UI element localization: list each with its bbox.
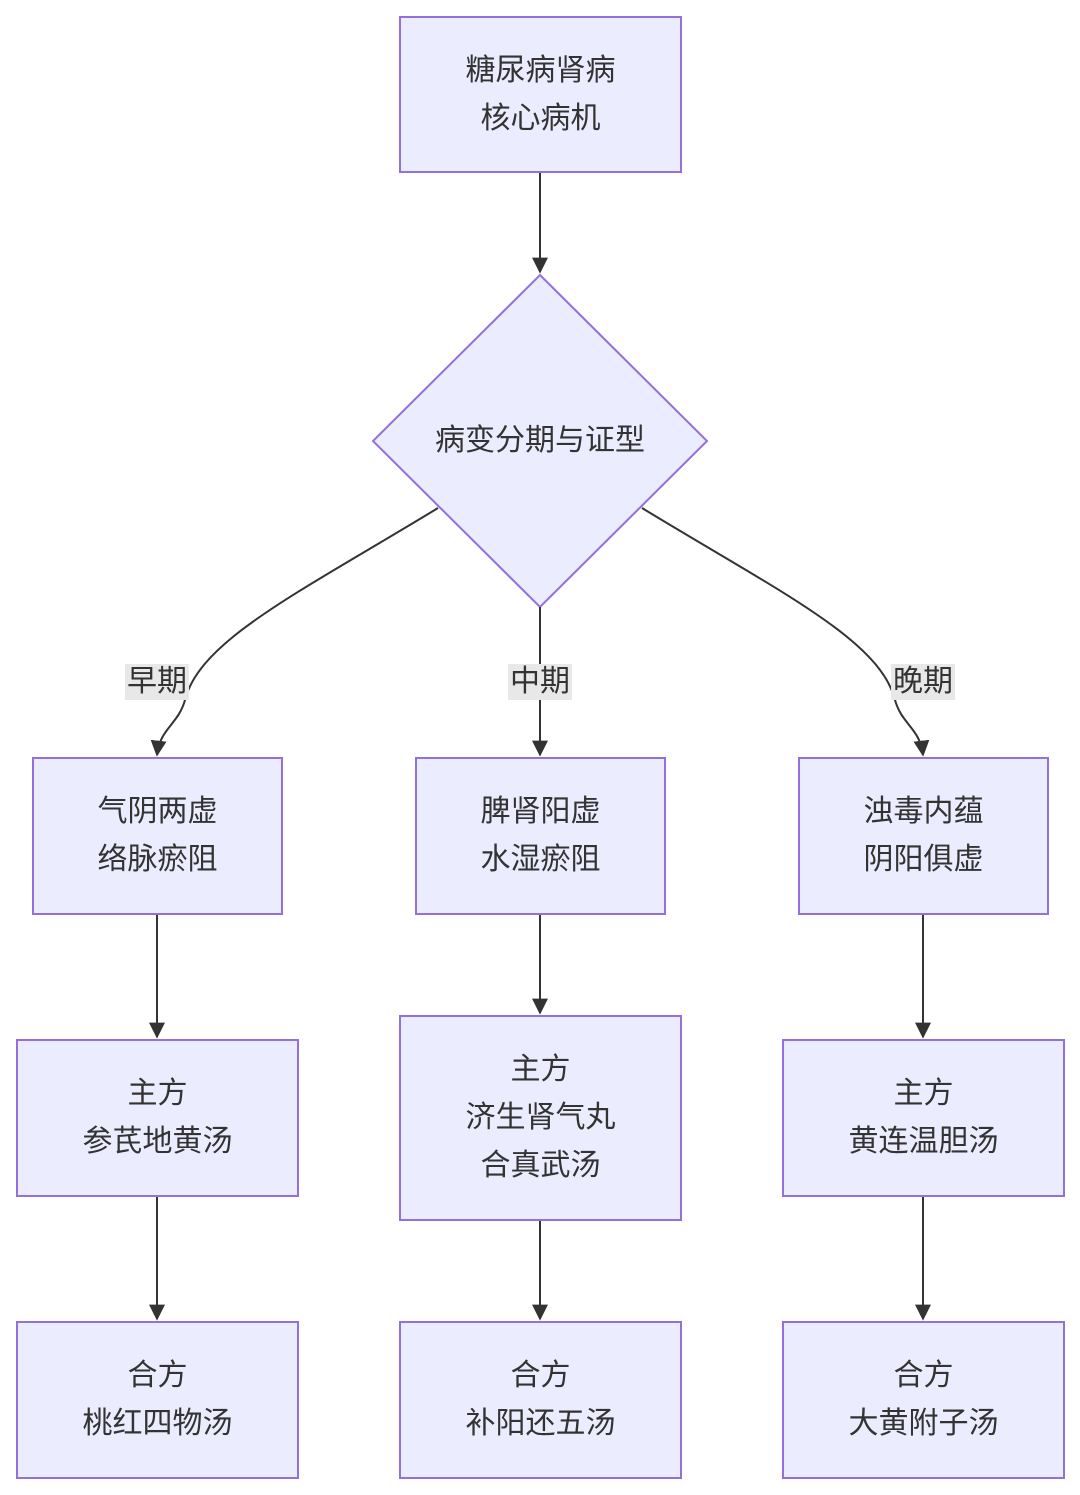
middle-combined-formula-node: 合方 补阳还五汤 [399, 1321, 682, 1479]
early-combined-formula-node: 合方 桃红四物汤 [16, 1321, 299, 1479]
edge-label-early: 早期 [125, 664, 189, 700]
middle-syndrome-node: 脾肾阳虚 水湿瘀阻 [415, 757, 666, 915]
edge-label-late: 晚期 [891, 664, 955, 700]
middle-combined-formula-line1: 合方 [510, 1358, 571, 1393]
middle-main-formula-line2: 济生肾气丸 [465, 1100, 616, 1135]
root-node-line2: 核心病机 [480, 100, 601, 136]
early-syndrome-line2: 络脉瘀阻 [97, 842, 218, 877]
late-combined-formula-line1: 合方 [893, 1358, 954, 1393]
middle-combined-formula-line2: 补阳还五汤 [465, 1406, 616, 1441]
late-syndrome-node: 浊毒内蕴 阴阳俱虚 [798, 757, 1049, 915]
late-main-formula-line2: 黄连温胆汤 [848, 1124, 999, 1159]
early-combined-formula-line1: 合方 [127, 1358, 188, 1393]
root-node-line1: 糖尿病肾病 [465, 52, 616, 88]
late-syndrome-line1: 浊毒内蕴 [863, 794, 984, 829]
early-combined-formula-line2: 桃红四物汤 [82, 1406, 233, 1441]
middle-syndrome-line2: 水湿瘀阻 [480, 842, 601, 877]
edge-decision-to-early [150, 507, 439, 757]
early-syndrome-node: 气阴两虚 络脉瘀阻 [32, 757, 283, 915]
early-main-formula-line1: 主方 [127, 1076, 188, 1111]
middle-main-formula-line3: 合真武汤 [480, 1148, 601, 1183]
middle-syndrome-line1: 脾肾阳虚 [480, 794, 601, 829]
edge-label-middle: 中期 [508, 664, 572, 700]
decision-label: 病变分期与证型 [435, 423, 645, 458]
early-main-formula-line2: 参芪地黄汤 [82, 1124, 233, 1159]
late-main-formula-line1: 主方 [893, 1076, 954, 1111]
edge-decision-to-late [641, 507, 930, 757]
late-syndrome-line2: 阴阳俱虚 [863, 842, 984, 877]
late-combined-formula-node: 合方 大黄附子汤 [782, 1321, 1065, 1479]
late-combined-formula-line2: 大黄附子汤 [848, 1406, 999, 1441]
middle-main-formula-line1: 主方 [510, 1052, 571, 1087]
early-syndrome-line1: 气阴两虚 [97, 794, 218, 829]
middle-main-formula-node: 主方 济生肾气丸 合真武汤 [399, 1015, 682, 1221]
early-main-formula-node: 主方 参芪地黄汤 [16, 1039, 299, 1197]
late-main-formula-node: 主方 黄连温胆汤 [782, 1039, 1065, 1197]
root-node: 糖尿病肾病 核心病机 [399, 16, 682, 173]
